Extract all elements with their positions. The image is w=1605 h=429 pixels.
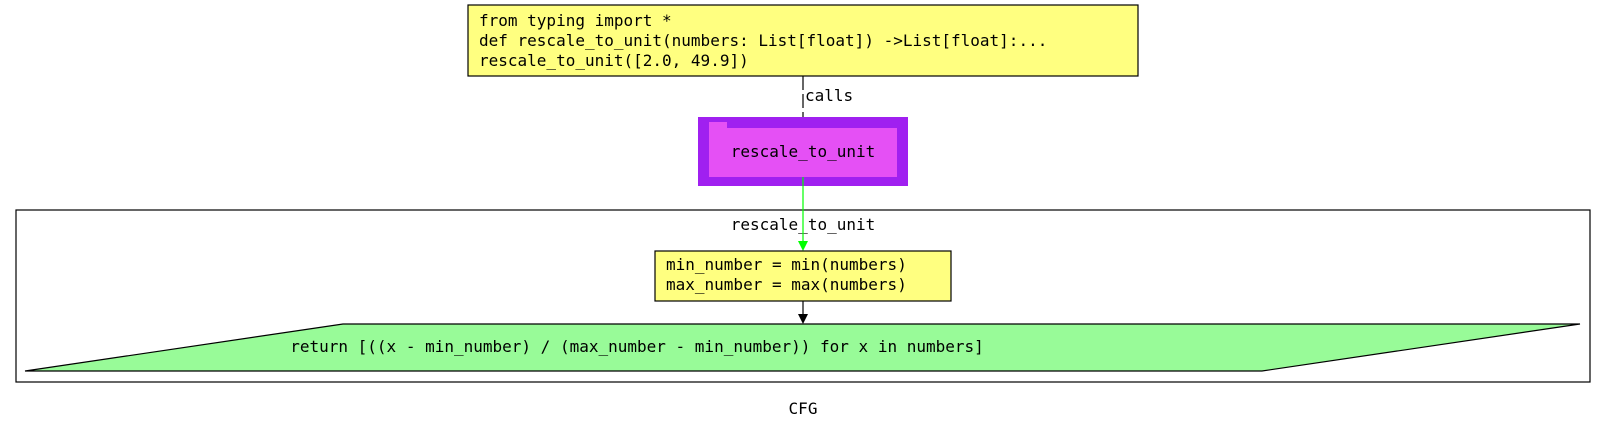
entry-line-1: from typing import * [479,11,672,30]
return-block: return [((x - min_number) / (max_number … [24,323,1581,372]
function-node: rescale_to_unit [698,117,908,186]
assign-code-block: min_number = min(numbers) max_number = m… [654,250,952,302]
calls-edge-label: calls [805,86,853,105]
assign-line-2: max_number = max(numbers) [666,275,907,294]
return-text: return [((x - min_number) / (max_number … [290,337,984,356]
function-node-label: rescale_to_unit [731,142,876,161]
assign-line-1: min_number = min(numbers) [666,255,907,274]
entry-line-2: def rescale_to_unit(numbers: List[float]… [479,31,1047,50]
entry-code-block: from typing import * def rescale_to_unit… [467,4,1139,77]
diagram-caption: CFG [789,399,818,418]
entry-line-3: rescale_to_unit([2.0, 49.9]) [479,51,749,70]
